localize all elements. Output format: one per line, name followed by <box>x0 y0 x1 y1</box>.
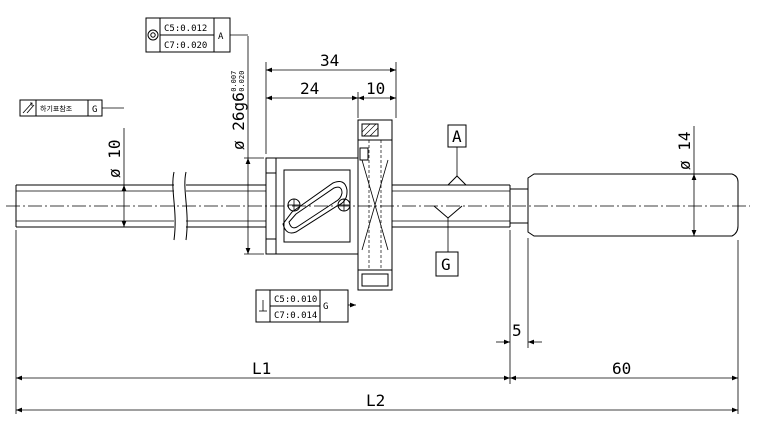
dim-nut-length: 34 <box>265 51 397 154</box>
coaxiality-symbol-icon <box>147 29 159 41</box>
flange <box>357 119 393 291</box>
fcf-perp-c5: C5:0.010 <box>274 295 317 305</box>
datum-g: G <box>433 205 463 277</box>
fcf-runout-datum: G <box>92 105 97 115</box>
dim-end-dia-label: ø 14 <box>675 131 694 170</box>
dim-nut-dia: ø 26g6 -0.007 -0.020 <box>229 36 264 255</box>
fcf-runout-note: 하기표참조 <box>40 104 73 113</box>
datum-g-label: G <box>441 255 451 274</box>
dim-shaft-dia: ø 10 <box>105 128 127 227</box>
dim-10-label: 10 <box>366 79 385 98</box>
dim-nut-tol-lower: -0.020 <box>238 71 246 96</box>
fcf-coaxiality-c7: C7:0.020 <box>164 41 207 51</box>
dim-24-label: 24 <box>300 79 319 98</box>
dim-34-label: 34 <box>320 51 339 70</box>
dim-l1: L1 <box>15 230 510 414</box>
dim-end-length: 60 <box>510 240 739 414</box>
dim-flange-thickness: 10 <box>358 79 396 101</box>
dim-flange-offset: 24 <box>266 79 359 118</box>
fcf-perp-c7: C7:0.014 <box>274 311 317 321</box>
fcf-coaxiality: C5:0.012 C7:0.020 A <box>145 17 248 53</box>
fcf-coaxiality-datum: A <box>218 32 224 42</box>
perpendicularity-symbol-icon <box>259 300 267 312</box>
dim-l1-label: L1 <box>252 359 271 378</box>
dim-l2: L2 <box>16 391 738 413</box>
dim-60-label: 60 <box>612 359 631 378</box>
runout-symbol-icon <box>22 102 35 114</box>
datum-a-label: A <box>452 127 462 146</box>
dim-shaft-dia-label: ø 10 <box>105 139 124 178</box>
fcf-perpendicularity: C5:0.010 C7:0.014 G <box>255 289 356 323</box>
dim-l2-label: L2 <box>366 391 385 410</box>
datum-a: A <box>446 124 468 186</box>
fcf-coaxiality-c5: C5:0.012 <box>164 24 207 34</box>
fcf-perp-datum: G <box>323 302 328 312</box>
dim-nut-dia-label: ø 26g6 <box>229 92 248 150</box>
dim-nut-tol-upper: -0.007 <box>230 71 238 96</box>
dim-end-dia: ø 14 <box>675 126 697 236</box>
dim-5-label: 5 <box>512 321 522 340</box>
fcf-runout: 하기표참조 G <box>19 99 124 117</box>
dim-step: 5 <box>496 230 542 384</box>
